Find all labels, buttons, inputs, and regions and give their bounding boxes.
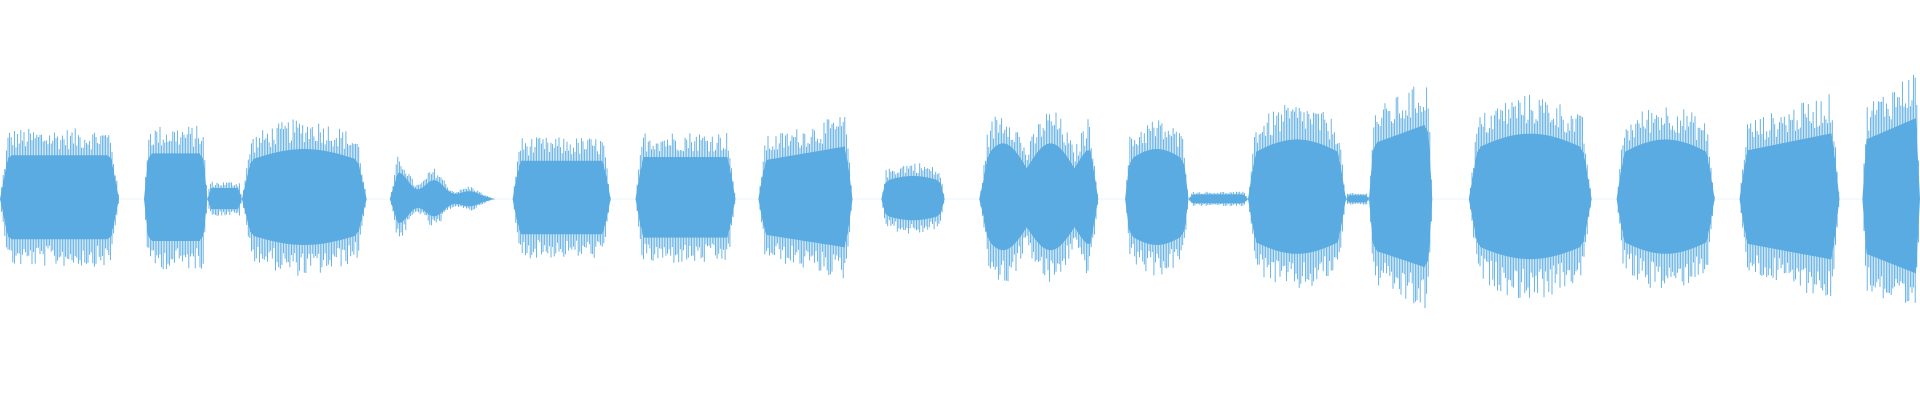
waveform-segment	[881, 163, 945, 234]
waveform-segment	[241, 119, 367, 276]
waveform-segment	[1616, 107, 1715, 288]
waveform-segment	[1369, 86, 1433, 309]
waveform-segment	[389, 156, 496, 237]
waveform-segment	[0, 128, 119, 267]
waveform-body	[1468, 133, 1592, 260]
waveform-segment	[979, 112, 1099, 282]
waveform-segment	[1345, 193, 1369, 205]
waveform-body	[1188, 194, 1248, 204]
waveform-segment	[1739, 94, 1840, 296]
waveform-segment	[1468, 94, 1592, 298]
waveform-segment	[207, 181, 242, 216]
waveform-segment	[512, 137, 611, 259]
waveform-segment	[1862, 75, 1920, 303]
waveform-segment	[1248, 104, 1347, 288]
waveform-segment	[1188, 191, 1249, 207]
waveform-segment	[758, 117, 853, 279]
waveform-segment	[144, 125, 208, 270]
waveform-segment	[1125, 120, 1189, 276]
waveform-segment	[635, 133, 736, 263]
